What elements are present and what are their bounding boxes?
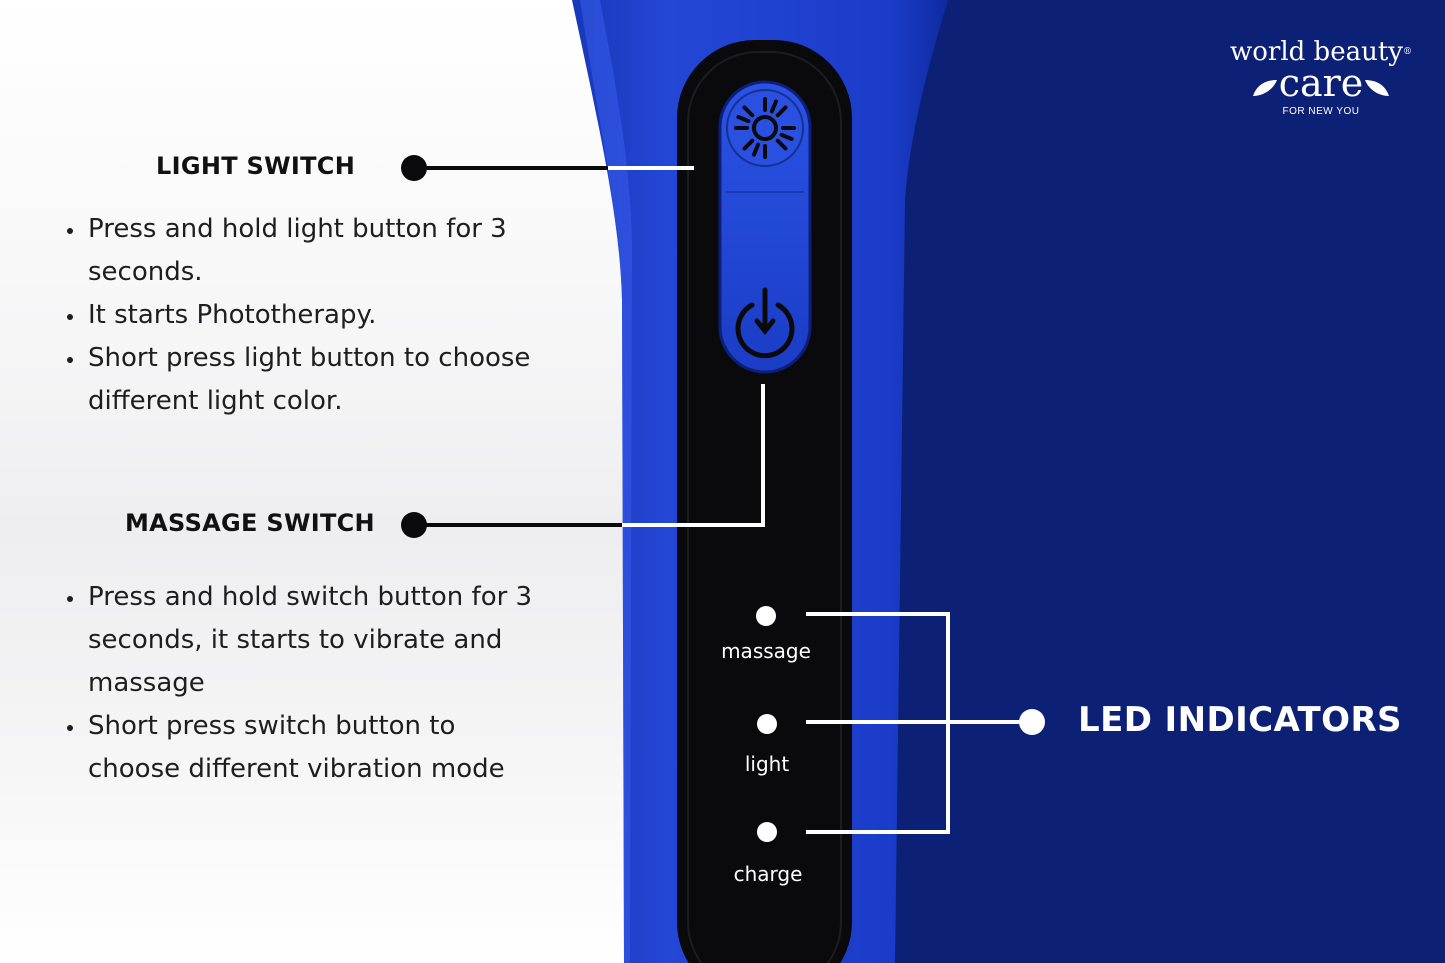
list-item: Short press switch button to choose diff… [86, 705, 546, 791]
right-background [860, 0, 1445, 963]
brand-name-line2: care [1226, 64, 1416, 102]
led-label-charge: charge [733, 862, 803, 886]
massage-switch-callout-line [401, 384, 765, 538]
list-item: Short press light button to choose diffe… [86, 337, 536, 423]
led-label-light: light [744, 752, 790, 776]
light-switch-callout-line [401, 155, 694, 181]
led-label-massage: massage [721, 639, 811, 663]
led-indicators-heading: LED INDICATORS [1078, 700, 1402, 740]
list-item: Press and hold light button for 3 second… [86, 208, 536, 294]
brand-name-line1: world beauty® [1230, 37, 1412, 67]
massage-switch-heading: MASSAGE SWITCH [125, 509, 375, 537]
list-item: It starts Phototherapy. [86, 294, 536, 337]
led-dot-charge [757, 822, 777, 842]
led-indicators-callout-line [806, 612, 1045, 834]
light-switch-bullets: Press and hold light button for 3 second… [54, 208, 536, 423]
list-item: Press and hold switch button for 3 secon… [86, 576, 546, 705]
device-highlight [580, 0, 632, 963]
brand-logo: world beauty® care FOR NEW YOU [1226, 38, 1416, 117]
led-dot-massage [756, 606, 776, 626]
massage-switch-bullets: Press and hold switch button for 3 secon… [54, 576, 546, 791]
power-icon [735, 287, 795, 359]
sun-icon [734, 97, 796, 159]
leaf-left-icon [1252, 79, 1277, 96]
leaf-right-icon [1365, 79, 1390, 96]
brand-tagline: FOR NEW YOU [1282, 106, 1360, 117]
light-switch-heading: LIGHT SWITCH [156, 152, 356, 180]
led-dot-light [757, 714, 777, 734]
